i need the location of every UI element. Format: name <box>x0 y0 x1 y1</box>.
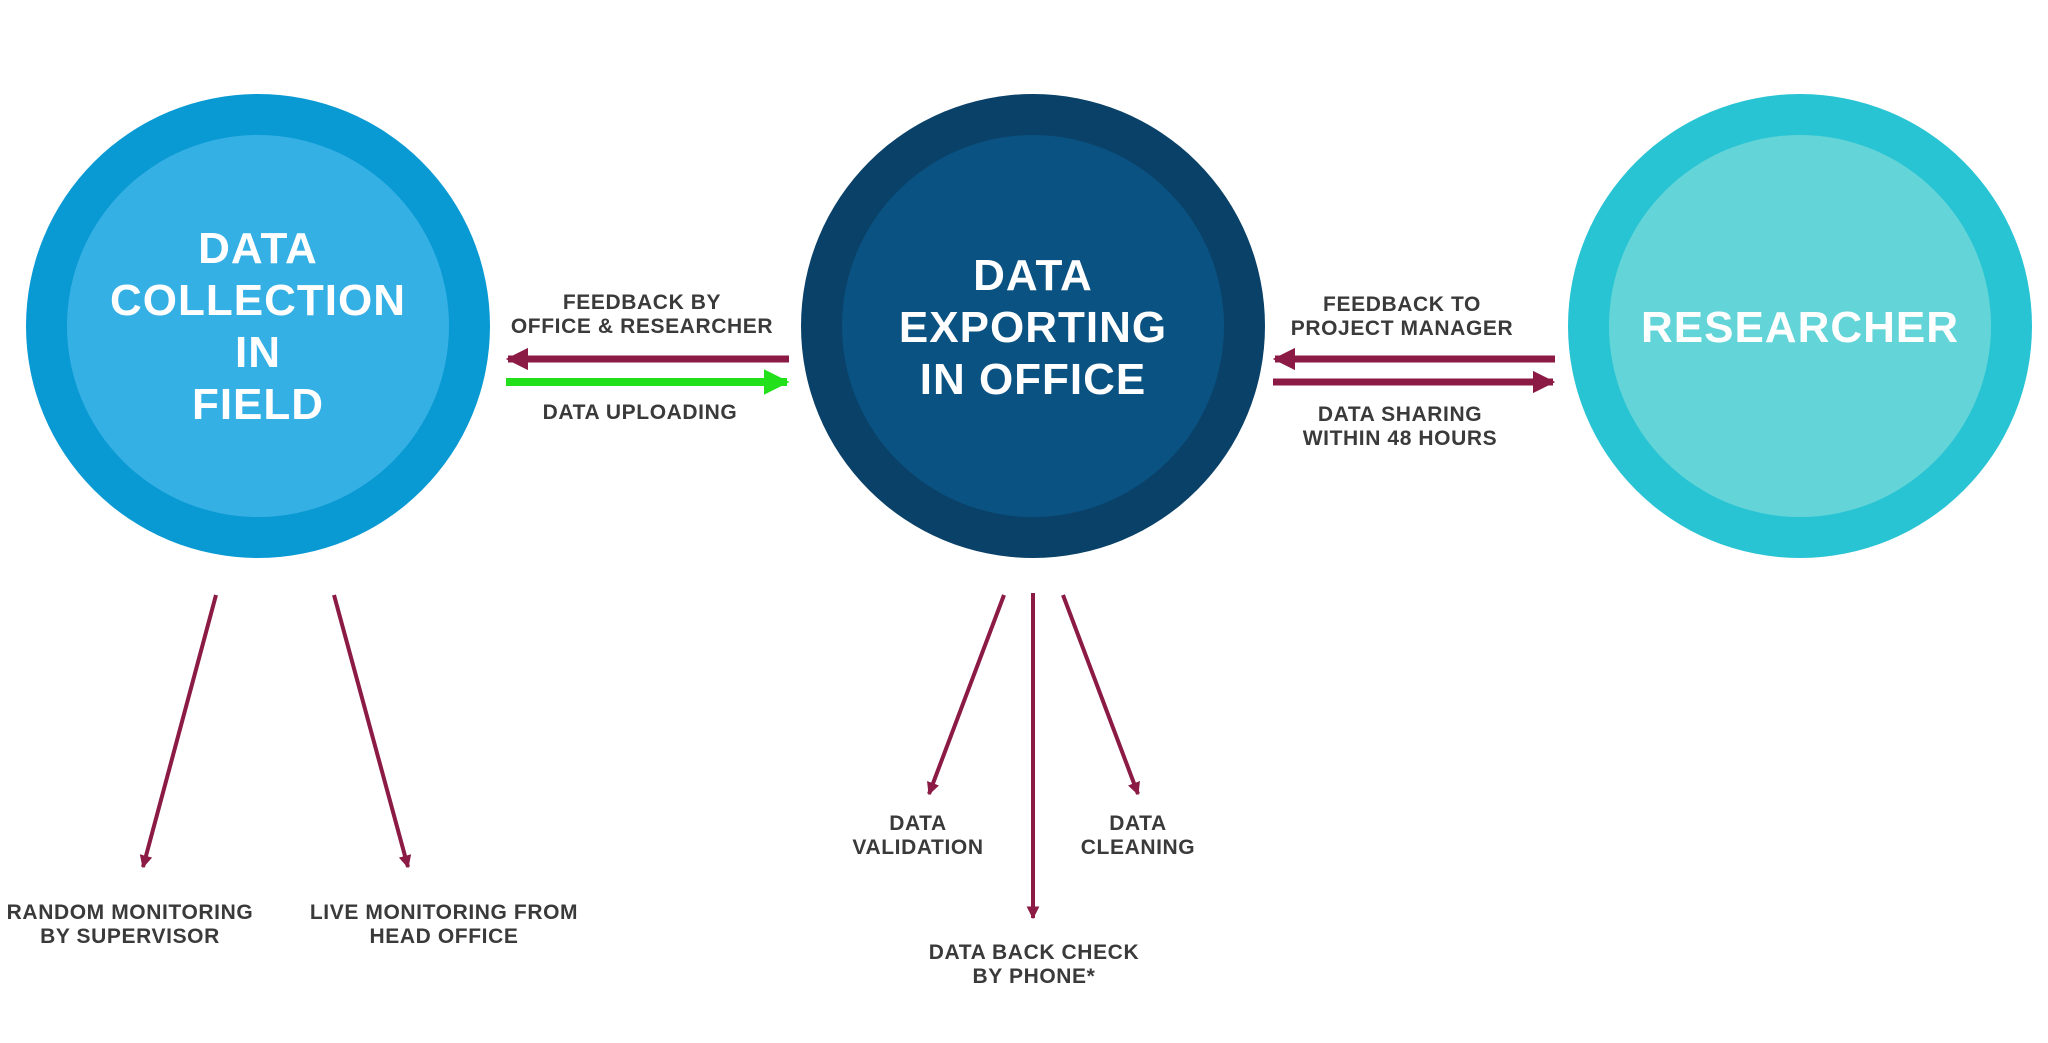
output-data-cleaning: DATA CLEANING <box>1061 594 1195 859</box>
field-title-line-3: IN <box>235 328 281 377</box>
field-circle-inner <box>67 135 449 517</box>
output-data-validation: DATA VALIDATION <box>852 594 1006 859</box>
data-cleaning-arrow <box>1061 594 1140 796</box>
office-title-line-1: DATA <box>973 251 1093 300</box>
researcher-title: RESEARCHER <box>1641 303 1959 352</box>
output-data-back-check: DATA BACK CHECK BY PHONE* <box>929 593 1139 988</box>
feedback-project-manager-label-line-2: PROJECT MANAGER <box>1291 317 1514 340</box>
data-sharing-label-line-2: WITHIN 48 HOURS <box>1303 427 1498 450</box>
random-monitoring-label-line-2: BY SUPERVISOR <box>40 925 220 948</box>
live-monitoring-arrow <box>332 594 412 869</box>
live-monitoring-label-line-1: LIVE MONITORING FROM <box>310 901 578 924</box>
edge-data-sharing: DATA SHARING WITHIN 48 HOURS <box>1273 370 1556 450</box>
feedback-office-researcher-label-line-2: OFFICE & RESEARCHER <box>511 315 773 338</box>
data-back-check-label-line-1: DATA BACK CHECK <box>929 941 1139 964</box>
live-monitoring-label-line-2: HEAD OFFICE <box>370 925 519 948</box>
data-cleaning-label-line-2: CLEANING <box>1081 836 1195 859</box>
edge-feedback-to-project-manager: FEEDBACK TO PROJECT MANAGER <box>1272 293 1555 371</box>
edge-feedback-by-office-researcher: FEEDBACK BY OFFICE & RESEARCHER <box>505 291 789 371</box>
output-live-monitoring: LIVE MONITORING FROM HEAD OFFICE <box>310 594 578 948</box>
node-researcher: RESEARCHER <box>1568 94 2032 558</box>
office-title-line-3: IN OFFICE <box>920 355 1147 404</box>
data-validation-label-line-2: VALIDATION <box>852 836 983 859</box>
feedback-project-manager-label-line-1: FEEDBACK TO <box>1323 293 1481 316</box>
researcher-circle-inner <box>1609 135 1991 517</box>
random-monitoring-arrow <box>139 594 218 869</box>
data-uploading-label: DATA UPLOADING <box>543 401 738 424</box>
field-title-line-1: DATA <box>198 224 318 273</box>
office-circle-inner <box>842 135 1224 517</box>
data-cleaning-label-line-1: DATA <box>1109 812 1167 835</box>
feedback-office-researcher-label-line-1: FEEDBACK BY <box>563 291 721 314</box>
field-title-line-2: COLLECTION <box>110 276 406 325</box>
edge-data-uploading: DATA UPLOADING <box>506 369 790 424</box>
data-validation-label-line-1: DATA <box>889 812 947 835</box>
office-title-line-2: EXPORTING <box>899 303 1167 352</box>
field-title-line-4: FIELD <box>192 380 324 429</box>
node-data-collection-in-field: DATA COLLECTION IN FIELD <box>26 94 490 558</box>
data-validation-arrow <box>927 594 1006 796</box>
data-sharing-label-line-1: DATA SHARING <box>1318 403 1482 426</box>
node-data-exporting-in-office: DATA EXPORTING IN OFFICE <box>801 94 1265 558</box>
data-back-check-label-line-2: BY PHONE* <box>973 965 1096 988</box>
random-monitoring-label-line-1: RANDOM MONITORING <box>7 901 254 924</box>
output-random-monitoring: RANDOM MONITORING BY SUPERVISOR <box>7 594 254 948</box>
